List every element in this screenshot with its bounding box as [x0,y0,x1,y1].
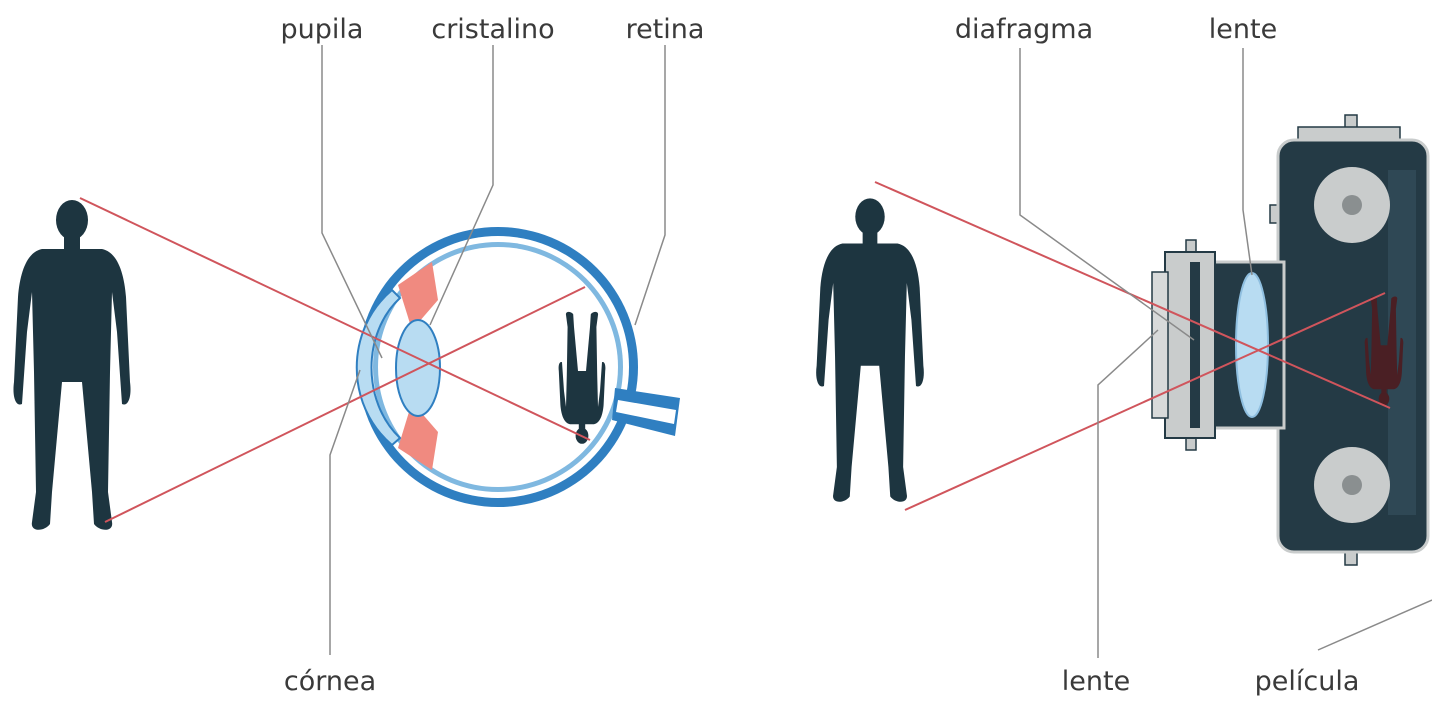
label-lente-bottom: lente [1062,666,1130,697]
camera-diagram: diafragma lente lente película [816,14,1432,697]
label-cornea: córnea [284,666,376,697]
film-spool-top [1314,167,1390,243]
film-spool-bottom [1314,447,1390,523]
label-diafragma: diafragma [955,14,1093,45]
label-cristalino: cristalino [431,14,554,45]
camera-lens [1236,273,1268,417]
label-retina: retina [626,14,705,45]
front-lens-element [1152,272,1168,418]
label-lente-top: lente [1209,14,1277,45]
eyeball [357,227,680,507]
diaphragm [1190,262,1200,428]
label-pelicula: película [1255,666,1360,697]
eye-diagram: pupila cristalino retina córnea [13,14,704,697]
label-pupila: pupila [281,14,364,45]
person-silhouette-left [13,200,130,530]
person-silhouette-right [816,198,924,501]
